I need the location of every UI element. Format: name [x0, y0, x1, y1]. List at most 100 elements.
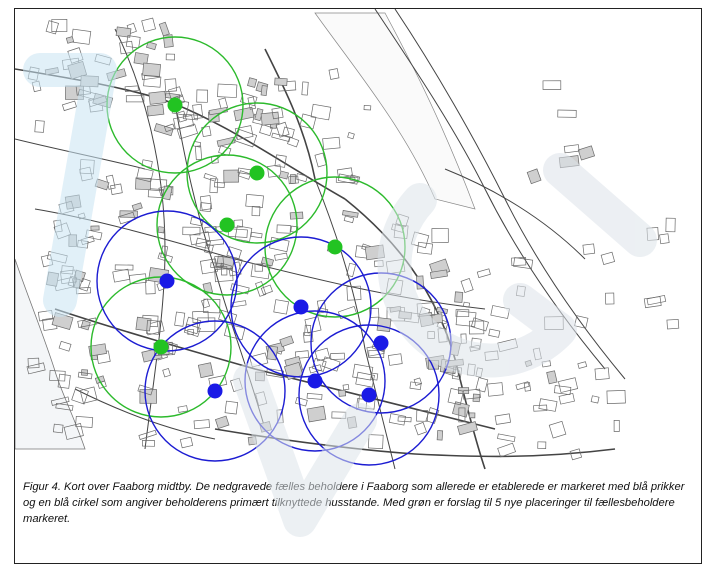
figure-caption: Figur 4. Kort over Faaborg midtby. De ne… [23, 481, 685, 525]
building [216, 136, 236, 147]
building [173, 114, 194, 130]
building [251, 206, 261, 217]
building [275, 121, 290, 138]
street [74, 388, 216, 440]
building [304, 316, 322, 334]
building [336, 167, 353, 179]
building [194, 145, 203, 161]
building [230, 283, 250, 295]
building [398, 311, 412, 320]
building [201, 125, 212, 138]
building [346, 285, 362, 301]
building [533, 404, 548, 412]
building [278, 170, 289, 180]
building [125, 35, 141, 49]
building [234, 128, 258, 148]
street [114, 28, 166, 450]
proposed-coverage-circle [156, 154, 298, 296]
building [138, 429, 157, 440]
building [553, 385, 572, 396]
building [177, 405, 189, 413]
building [245, 193, 264, 209]
building [314, 347, 331, 362]
building [205, 239, 225, 247]
building [146, 104, 165, 117]
building [342, 210, 359, 218]
building [577, 361, 588, 369]
building [289, 174, 297, 184]
building [115, 26, 132, 38]
street [264, 48, 316, 180]
building [274, 252, 288, 261]
building [558, 155, 580, 169]
building [646, 294, 667, 306]
existing-container-dot [361, 387, 377, 403]
building [234, 225, 253, 242]
building [216, 255, 235, 270]
building [118, 211, 136, 225]
building [314, 152, 327, 168]
existing-container-dot [293, 299, 309, 315]
building [388, 413, 407, 426]
building [469, 412, 476, 419]
building [77, 371, 93, 380]
building [80, 75, 99, 88]
proposed-container-dot [153, 339, 169, 355]
building [65, 36, 75, 44]
building [346, 416, 358, 429]
building [165, 53, 176, 61]
building [363, 105, 372, 111]
building [196, 89, 208, 103]
building [174, 311, 186, 327]
building [364, 244, 385, 261]
building [209, 178, 219, 194]
building [250, 231, 263, 239]
building [462, 388, 481, 400]
building [214, 268, 234, 283]
building [71, 386, 89, 405]
building [199, 258, 218, 275]
building [164, 78, 177, 93]
building [197, 317, 216, 332]
building [158, 21, 170, 37]
building [125, 95, 145, 103]
building [558, 392, 575, 405]
building [199, 202, 212, 213]
building [346, 262, 357, 278]
building [558, 377, 579, 393]
building [223, 169, 239, 183]
building [223, 323, 246, 341]
building [542, 80, 562, 90]
building [46, 271, 60, 287]
building [80, 319, 91, 331]
building [606, 390, 626, 404]
building [146, 41, 157, 51]
building [68, 234, 78, 247]
proposed-container-dot [327, 239, 343, 255]
building [238, 170, 251, 180]
building [204, 226, 217, 234]
building [376, 317, 392, 332]
faaborg-map [15, 9, 701, 471]
building [526, 168, 542, 185]
proposed-container-dot [167, 97, 183, 113]
building [271, 132, 291, 143]
building [294, 350, 310, 359]
building [135, 177, 152, 191]
building [255, 281, 267, 297]
building [330, 352, 345, 360]
building [182, 226, 201, 236]
proposed-coverage-circle [186, 102, 328, 244]
building [75, 416, 94, 428]
building [49, 370, 66, 382]
building [57, 373, 71, 389]
building [666, 318, 680, 330]
building [51, 19, 68, 32]
building [70, 28, 92, 45]
building [203, 243, 214, 255]
building [425, 407, 440, 424]
building [164, 123, 176, 133]
building [409, 381, 422, 391]
building [97, 380, 107, 389]
building [590, 395, 600, 404]
